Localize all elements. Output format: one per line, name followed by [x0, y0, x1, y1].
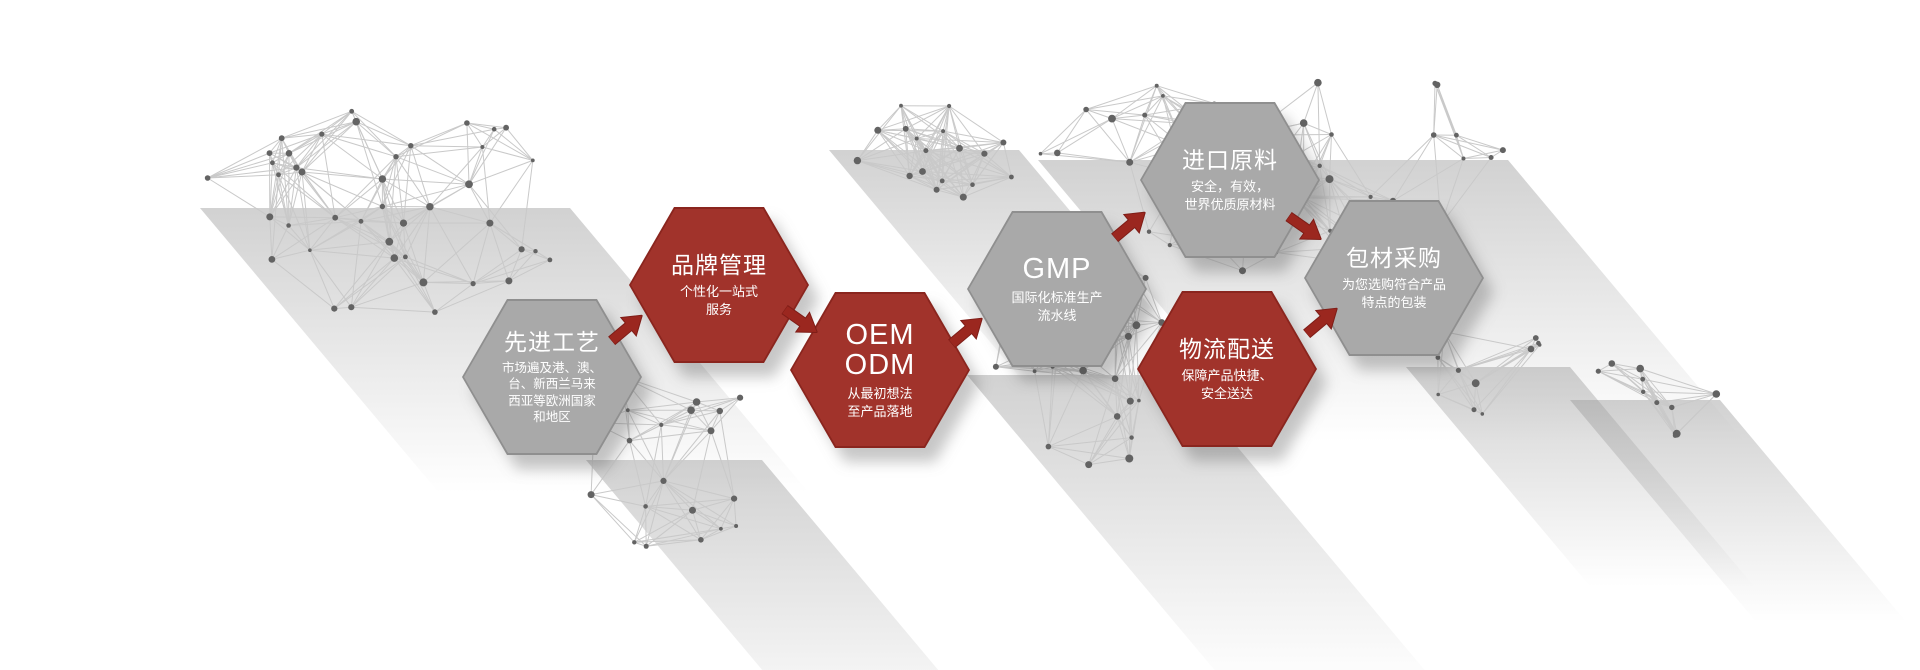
flow-arrow-6 — [1298, 297, 1347, 344]
hex-imported-materials-desc: 安全，有效， 世界优质原材料 — [1184, 179, 1276, 212]
hex-gmp-title: GMP — [1022, 252, 1092, 285]
hex-brand-management-title: 品牌管理 — [671, 251, 767, 278]
hex-brand-management-desc: 个性化一站式 服务 — [679, 284, 758, 317]
hex-imported-materials: 进口原料 安全，有效， 世界优质原材料 — [1140, 102, 1320, 258]
flow-arrow-2 — [777, 298, 826, 344]
hex-logistics-title: 物流配送 — [1179, 335, 1275, 362]
hex-logistics: 物流配送 保障产品快捷、 安全送达 — [1137, 291, 1317, 447]
hex-advanced-craft: 先进工艺 市场遍及港、澳、 台、新西兰马来 西亚等欧洲国家 和地区 — [462, 299, 642, 455]
hex-advanced-craft-desc: 市场遍及港、澳、 台、新西兰马来 西亚等欧洲国家 和地区 — [501, 361, 602, 424]
hex-brand-management: 品牌管理 个性化一站式 服务 — [629, 207, 809, 363]
hex-imported-materials-title: 进口原料 — [1182, 146, 1278, 173]
flow-arrow-4 — [1106, 201, 1155, 248]
hex-packaging: 包材采购 为您选购符合产品 特点的包装 — [1304, 200, 1484, 356]
hex-oem-title: OEM — [845, 318, 915, 351]
hex-gmp: GMP 国际化标准生产 流水线 — [967, 211, 1147, 367]
hex-packaging-desc: 为您选购符合产品 特点的包装 — [1341, 277, 1446, 310]
flow-arrow-5 — [1281, 205, 1330, 251]
hex-odm-title: ODM — [844, 348, 916, 381]
hex-oem-odm-desc: 从最初想法 至产品落地 — [847, 386, 913, 419]
flow-arrow-3 — [943, 307, 992, 354]
hex-advanced-craft-title: 先进工艺 — [504, 328, 600, 355]
hex-gmp-desc: 国际化标准生产 流水线 — [1011, 290, 1103, 323]
hex-packaging-title: 包材采购 — [1346, 244, 1442, 271]
hex-logistics-desc: 保障产品快捷、 安全送达 — [1181, 368, 1273, 401]
hex-oem-odm: OEM ODM 从最初想法 至产品落地 — [790, 292, 970, 448]
flow-arrow-1 — [603, 304, 652, 351]
